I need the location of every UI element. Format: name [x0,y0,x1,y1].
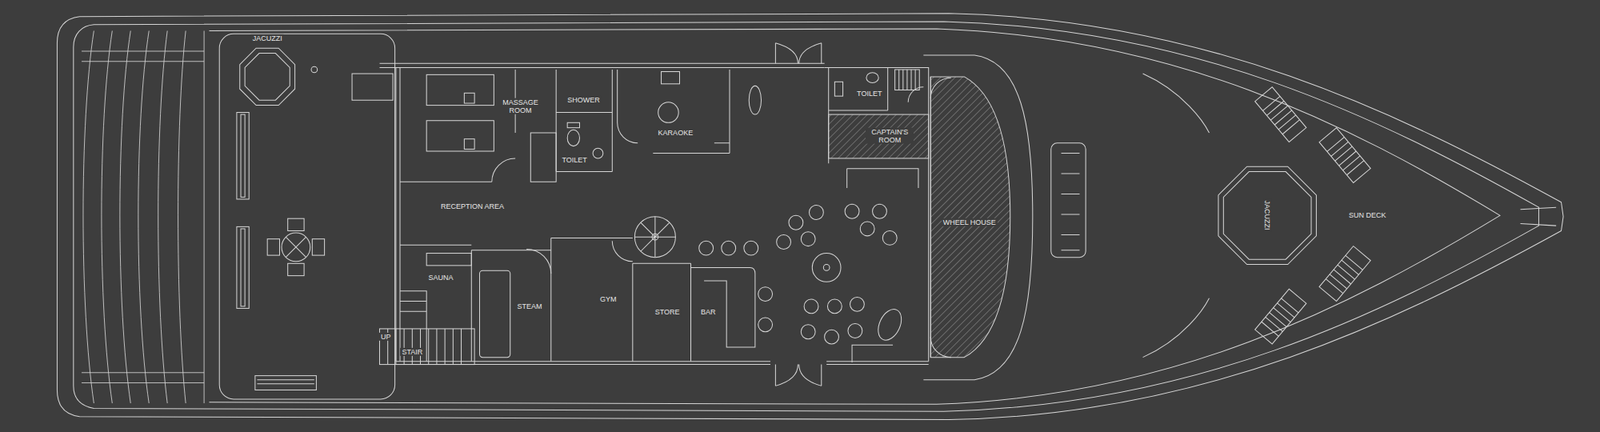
room-label: KARAOKE [656,128,696,137]
room-label: SAUNA [427,273,456,282]
foredeck [1051,73,1371,358]
room-label: JACUZZI [1263,199,1272,232]
room-label: JACUZZI [251,34,284,43]
room-label: TOILET [560,156,588,164]
dining-furniture [699,168,919,363]
room-label: WHEEL HOUSE [941,218,998,227]
room-label: RECEPTION AREA [439,201,506,210]
room-label: GYM [598,295,619,304]
jacuzzi-tub [240,48,296,105]
doors [775,43,821,64]
room-label: BAR [699,308,718,316]
stair-steps [388,328,462,365]
hull [56,13,1564,420]
spiral-stair [634,216,676,258]
room-label: STEAM [515,301,544,310]
room-label: TOILET [855,89,884,98]
room-label: SHOWER [565,96,602,104]
captains-quarters [828,67,929,164]
room-label: MASSAGE ROOM [499,97,543,115]
aft-deck [219,33,395,400]
stern-steps [81,30,204,404]
room-label: UP [379,332,393,341]
jacuzzi-tub [1218,166,1316,264]
room-label: SUN DECK [1347,211,1388,220]
deckhouse [379,43,928,387]
wheel-house [923,55,1032,380]
bar-counter [691,267,756,347]
room-label: CAPTAIN'S ROOM [865,127,914,144]
room-label: STAIR [400,348,424,356]
table-with-chairs [267,218,324,276]
room-label: STORE [653,308,682,316]
